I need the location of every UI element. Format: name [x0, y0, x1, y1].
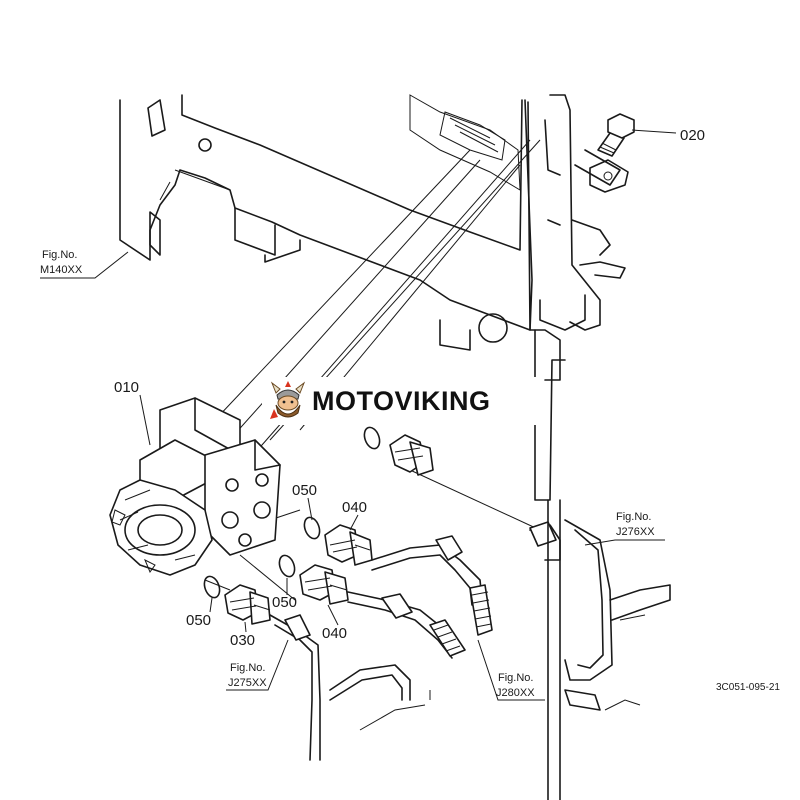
- fig-ref-j275-line2: J275XX: [228, 677, 267, 689]
- watermark-banner: MOTOVIKING: [262, 377, 536, 425]
- frame-panel: [119, 94, 626, 501]
- bolt-020: [589, 113, 635, 193]
- steering-unit-010: [109, 397, 281, 576]
- part-label-010: 010: [114, 379, 139, 396]
- part-labels: 020 010 050 040 050 050 030 040: [114, 127, 705, 649]
- adapter-upper: [389, 434, 434, 476]
- fig-ref-j280-line2: J280XX: [496, 687, 535, 699]
- adapter-040-lower: [299, 564, 349, 605]
- part-label-050-lower: 050: [186, 612, 211, 629]
- part-label-050-upper: 050: [292, 482, 317, 499]
- part-label-050-middle: 050: [272, 594, 297, 611]
- part-label-040-lower: 040: [322, 625, 347, 642]
- adapter-030: [224, 584, 271, 625]
- fig-ref-j275-line1: Fig.No.: [230, 662, 265, 674]
- fig-ref-j276-line1: Fig.No.: [616, 511, 651, 523]
- watermark-text: MOTOVIKING: [312, 385, 491, 416]
- right-pipe-assembly: [529, 499, 671, 800]
- fig-ref-m140-line2: M140XX: [40, 264, 83, 276]
- part-label-020: 020: [680, 127, 705, 144]
- hose-lines: [269, 535, 493, 761]
- o-rings: [203, 426, 381, 599]
- part-label-040-upper: 040: [342, 499, 367, 516]
- part-label-030: 030: [230, 632, 255, 649]
- fig-ref-m140-line1: Fig.No.: [42, 249, 77, 261]
- leader-lines: [40, 129, 677, 701]
- adapter-040-upper: [324, 524, 373, 566]
- figure-references: Fig.No. M140XX Fig.No. J276XX Fig.No. J2…: [40, 249, 655, 699]
- fig-ref-j276-line2: J276XX: [616, 526, 655, 538]
- viking-mascot-icon: [270, 381, 306, 419]
- fig-ref-j280-line1: Fig.No.: [498, 672, 533, 684]
- drawing-code: 3C051-095-21: [716, 682, 780, 693]
